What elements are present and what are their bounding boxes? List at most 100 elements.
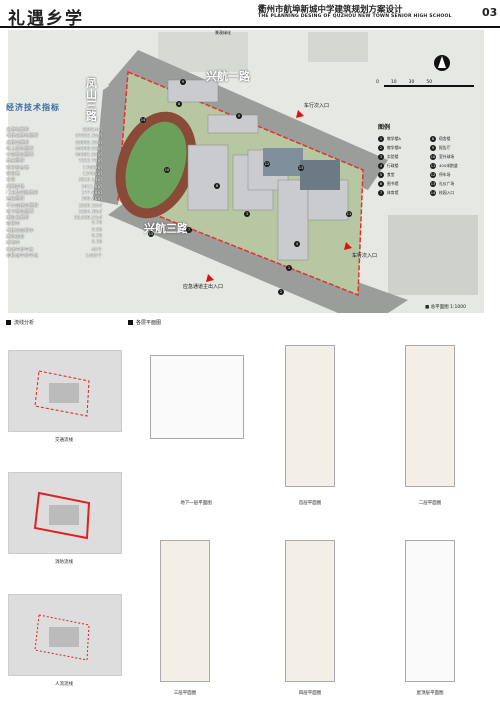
econ-label: 连廊面积: [6, 197, 25, 203]
econ-value: 64901.90㎡: [75, 153, 102, 159]
legend-title: 图例: [378, 124, 391, 131]
econ-label: 建筑总面积: [6, 216, 29, 222]
econ-label: 可建筑容积率: [6, 228, 34, 234]
entrance-vehicle-north: 车行次入口: [304, 103, 330, 109]
econ-row: 计容建筑面积 64901.90㎡: [6, 152, 102, 158]
plan-caption: 四层平面图: [298, 691, 322, 696]
header-rule: [0, 26, 500, 28]
econ-label: 地上建筑面积: [6, 146, 34, 152]
project-title: 衢州市航埠新城中学建筑规划方案设计: [258, 5, 403, 15]
analysis-caption: 交通流线: [55, 438, 73, 443]
building-number: 1: [286, 265, 292, 271]
econ-row: 建筑密度 0.29: [6, 234, 102, 240]
building-number: 8: [176, 101, 182, 107]
plan-basement: [150, 355, 244, 439]
econ-row: 不计容建筑面积 1920.33㎡: [6, 203, 102, 209]
econ-label: 绿地率: [6, 241, 20, 247]
econ-value: 82014㎡: [82, 128, 102, 133]
econ-label: 食堂: [6, 178, 16, 184]
econ-row: 连廊面积 360.26㎡: [6, 196, 102, 202]
econ-value: 0.36: [91, 240, 102, 246]
site-plan-caption: ■ 总平面图 1:1000: [425, 304, 466, 310]
econ-label: 总用地面积: [6, 128, 29, 133]
econ-label: 不计容建筑面积: [6, 203, 39, 209]
site-plan-drawing: [8, 30, 484, 313]
scale-mark: 10: [390, 80, 397, 85]
section-analysis-header: 流线分析: [6, 319, 34, 326]
scale-mark: 30: [408, 80, 415, 85]
page-title: 礼遇乡学: [8, 9, 84, 29]
econ-value: 0.79: [91, 221, 102, 227]
econ-title: 经济技术指标: [6, 103, 60, 112]
plan-caption: 三层平面图: [173, 691, 197, 696]
building-number: 11: [346, 211, 352, 217]
econ-label: 宿舍楼: [6, 172, 20, 178]
analysis-fire: [8, 472, 122, 554]
plan-second: [405, 345, 455, 487]
building-number: 14: [140, 117, 146, 123]
building-number: 4: [294, 241, 300, 247]
plan-fourth: [285, 540, 335, 682]
plan-caption: 地下一层平面图: [180, 501, 212, 506]
road-label-south: 兴航三路: [144, 222, 188, 235]
econ-value: 360.26㎡: [81, 197, 102, 203]
building-number: 13: [298, 165, 304, 171]
econ-value: 67622.35㎡: [75, 134, 102, 140]
econ-value: 3815.14㎡: [78, 178, 102, 184]
econ-value: 0.29: [91, 234, 102, 240]
building-number: 15: [148, 231, 154, 237]
scale-mark: 0: [376, 80, 379, 85]
econ-row: 总用地面积 82014㎡: [6, 127, 102, 133]
econ-label: 教学综合楼: [6, 165, 29, 171]
econ-value: 1920.33㎡: [78, 203, 102, 209]
analysis-people: [8, 594, 122, 676]
econ-row: 可建筑容积率 0.96: [6, 228, 102, 234]
econ-value: 0.96: [91, 227, 102, 233]
entrance-vehicle-east: 车行次入口: [352, 253, 378, 259]
econ-label: 非机动车停车位: [6, 253, 39, 259]
econ-value: 66805.30㎡: [75, 140, 102, 146]
building-number: 3: [244, 211, 250, 217]
econ-label: 计容建筑面积: [6, 153, 34, 159]
building-number: 7: [186, 227, 192, 233]
econ-label: 机动车停车位: [6, 247, 34, 253]
econ-label: 地下建筑面积: [6, 209, 34, 215]
econ-value: 64849.92㎡: [75, 146, 102, 152]
econ-value: 17689㎡: [82, 165, 102, 171]
econ-value: 1400个: [85, 253, 102, 259]
plan-first: [285, 345, 335, 487]
building-number: 6: [214, 183, 220, 189]
econ-label: 可建设用地面积: [6, 134, 39, 140]
plan-roof: [405, 540, 455, 682]
project-title-en: THE PLANNING DESING OF QUZHOU NEW TOWN S…: [258, 14, 452, 19]
sheet-number: 03: [482, 6, 498, 19]
scale-mark: 50: [426, 80, 433, 85]
plan-caption: 首层平面图: [298, 501, 322, 506]
econ-value: 2411.6㎡: [81, 184, 102, 190]
econ-row: 绿地率 0.36: [6, 240, 102, 246]
econ-label: 建筑密度: [6, 235, 25, 241]
building-number: 9: [180, 79, 186, 85]
econ-label: 基底面积: [6, 159, 25, 165]
analysis-traffic: [8, 350, 122, 432]
plan-caption: 二层平面图: [418, 501, 442, 506]
